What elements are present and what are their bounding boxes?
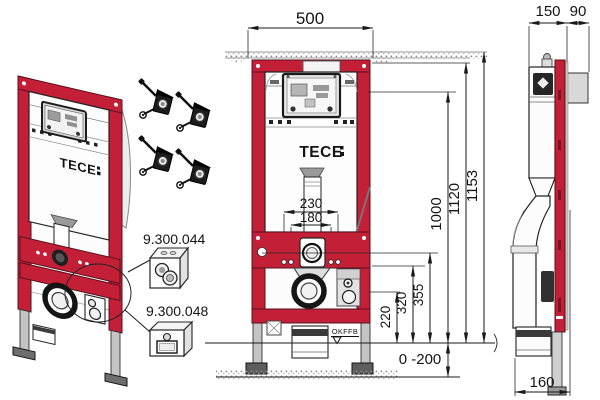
wall-bracket-icon — [173, 89, 213, 133]
part-number-b: 9.300.048 — [146, 303, 208, 319]
dim-220-label: 220 — [378, 306, 393, 329]
dim-320: 320 — [394, 265, 416, 344]
dim-leg-adjust-label: 0 -200 — [399, 351, 442, 368]
flush-funnel — [50, 214, 78, 228]
foot-right — [104, 372, 128, 387]
dim-150-label: 150 — [535, 3, 560, 20]
mounting-hardware — [136, 76, 213, 190]
okffb-label: OKFFB — [332, 327, 359, 336]
foot-left — [12, 346, 36, 361]
ground-hatch — [216, 370, 398, 379]
dim-1153: 1153 — [464, 51, 487, 344]
drain-outlet-front — [291, 325, 329, 359]
dim-1120-label: 1120 — [446, 183, 463, 215]
drain-bend-side — [510, 195, 554, 329]
frame-rail-side — [554, 59, 566, 333]
connector-box-front — [336, 268, 361, 307]
flush-unit — [41, 100, 87, 143]
break-symbol — [493, 333, 498, 353]
pipe-clamp — [541, 271, 554, 302]
dim-355-label: 355 — [411, 284, 426, 307]
dim-230-label: 230 — [300, 196, 323, 211]
dim-leg-adjust: 0 -200 — [399, 342, 451, 378]
leg-right — [110, 329, 121, 382]
part-icon-b — [148, 320, 194, 358]
wall-bracket-icon — [136, 133, 176, 177]
leader-line-a — [127, 259, 151, 273]
wall-bracket-icon — [173, 146, 213, 190]
cistern-side-bulge — [119, 109, 131, 229]
dim-160: 160 — [514, 210, 571, 396]
frame-rail-left-front — [251, 59, 266, 324]
dim-180-label: 180 — [300, 210, 323, 225]
front-view: 500 — [205, 9, 498, 379]
wall-bracket-icon — [136, 76, 176, 120]
connector-block — [84, 293, 106, 325]
ceiling-hatch — [225, 51, 487, 63]
flush-unit-front — [281, 72, 342, 119]
part-icon-a — [148, 246, 190, 290]
tece-logo-text-front: TECE — [299, 144, 342, 161]
leg-left-front — [252, 322, 263, 370]
dim-160-label: 160 — [529, 374, 554, 391]
dim-1120: 1120 — [446, 62, 469, 344]
dim-1153-label: 1153 — [464, 170, 481, 202]
dim-220: 220 — [378, 291, 400, 344]
part-number-a: 9.300.044 — [143, 231, 205, 247]
tece-logo-front: TECE — [299, 144, 344, 161]
supply-pipe — [353, 186, 371, 241]
perspective-view: TECE — [12, 75, 151, 387]
detail-circle — [64, 263, 132, 323]
dim-150: 150 — [528, 3, 568, 72]
cross-member-upper-front — [251, 231, 371, 269]
drain-outlet-side — [515, 326, 552, 357]
leg-right-front — [360, 322, 371, 370]
dim-500-label: 500 — [296, 9, 324, 28]
dim-90: 90 — [566, 3, 590, 72]
leader-line-b — [124, 309, 151, 333]
dim-320-label: 320 — [394, 292, 409, 315]
dim-1000-label: 1000 — [428, 197, 445, 230]
side-view: 150 90 — [510, 3, 590, 396]
cross-member-lower-front — [251, 308, 371, 324]
dim-355: 355 — [411, 252, 433, 344]
part-callouts: 9.300.044 9.300.048 — [143, 231, 208, 358]
dim-500: 500 — [247, 9, 374, 58]
cistern-side — [528, 53, 556, 197]
wall-section — [566, 72, 589, 104]
dim-1000: 1000 — [428, 91, 451, 344]
dim-90-label: 90 — [570, 3, 587, 20]
fixing-pad — [266, 320, 282, 336]
okffb-mark: OKFFB — [331, 327, 359, 345]
